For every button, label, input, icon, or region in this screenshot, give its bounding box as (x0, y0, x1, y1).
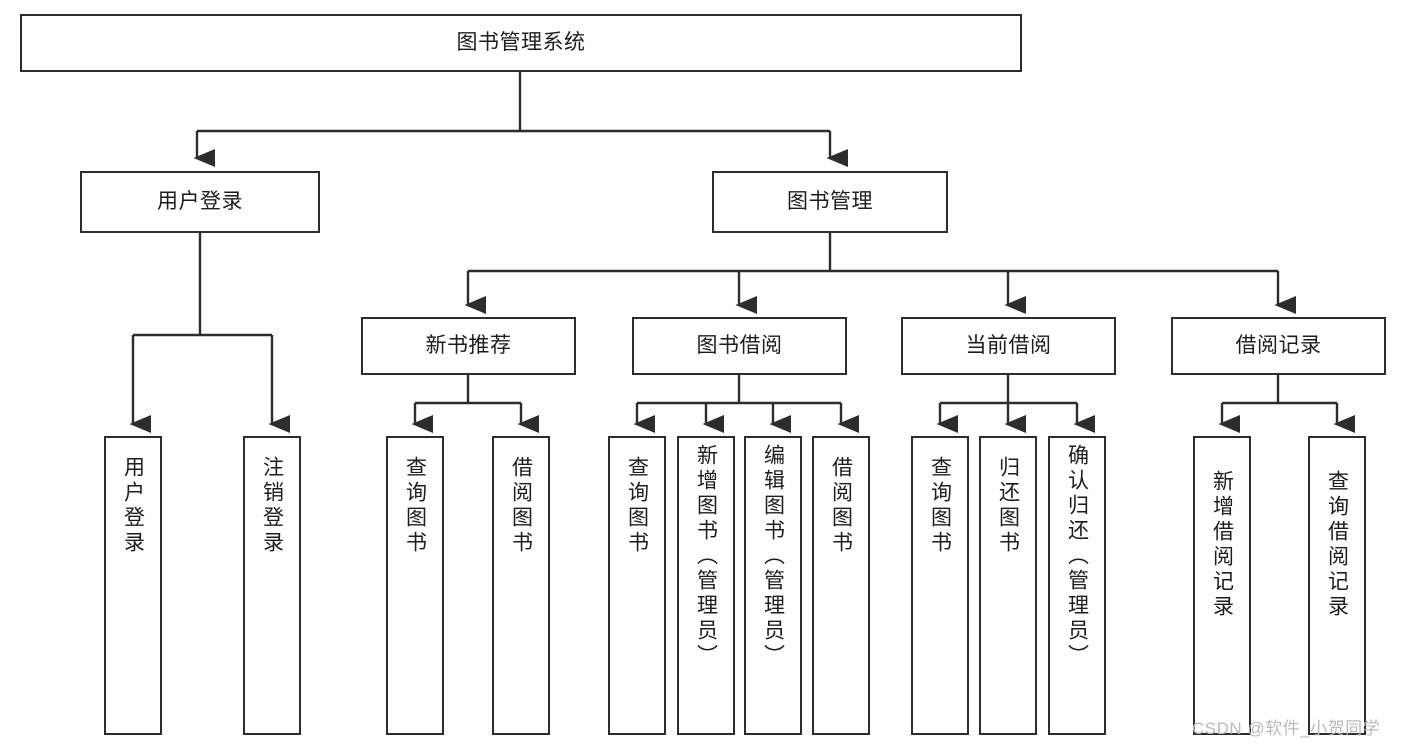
node-book-borrow[interactable]: 图书借阅 (632, 317, 847, 375)
node-book-borrow-label: 图书借阅 (696, 333, 783, 357)
leaf-current-query[interactable]: 查询图书 (911, 436, 969, 735)
node-new-book-recommend-label: 新书推荐 (425, 333, 512, 357)
node-user-login-label: 用户登录 (157, 189, 243, 213)
leaf-records-add-label: 新增借阅记录 (1210, 470, 1234, 620)
leaf-borrow-query-label: 查询图书 (625, 456, 649, 556)
leaf-new-book-borrow-label: 借阅图书 (509, 456, 533, 556)
node-current-borrow-label: 当前借阅 (965, 333, 1052, 357)
leaf-borrow-add-book-label: 新增图书（管理员） (694, 444, 718, 669)
leaf-borrow-add-book[interactable]: 新增图书（管理员） (677, 436, 735, 735)
leaf-borrow-borrow-book[interactable]: 借阅图书 (812, 436, 870, 735)
node-current-borrow[interactable]: 当前借阅 (901, 317, 1116, 375)
leaf-borrow-query[interactable]: 查询图书 (608, 436, 666, 735)
leaf-user-login-logout[interactable]: 注销登录 (243, 436, 301, 735)
leaf-current-confirm-return-label: 确认归还（管理员） (1065, 444, 1089, 669)
node-user-login[interactable]: 用户登录 (80, 171, 320, 233)
node-book-management-label: 图书管理 (787, 189, 873, 213)
leaf-current-confirm-return[interactable]: 确认归还（管理员） (1048, 436, 1106, 735)
leaf-current-query-label: 查询图书 (928, 456, 952, 556)
node-root-label: 图书管理系统 (456, 30, 586, 54)
leaf-records-add[interactable]: 新增借阅记录 (1193, 436, 1251, 735)
leaf-user-login-login-label: 用户登录 (121, 456, 145, 556)
leaf-new-book-borrow[interactable]: 借阅图书 (492, 436, 550, 735)
leaf-records-query[interactable]: 查询借阅记录 (1308, 436, 1366, 735)
leaf-user-login-logout-label: 注销登录 (260, 456, 284, 556)
leaf-current-return[interactable]: 归还图书 (979, 436, 1037, 735)
leaf-user-login-login[interactable]: 用户登录 (104, 436, 162, 735)
leaf-new-book-query[interactable]: 查询图书 (386, 436, 444, 735)
node-book-management[interactable]: 图书管理 (712, 171, 948, 233)
leaf-borrow-borrow-book-label: 借阅图书 (829, 456, 853, 556)
node-borrow-records-label: 借阅记录 (1235, 333, 1322, 357)
node-root[interactable]: 图书管理系统 (20, 14, 1022, 72)
leaf-current-return-label: 归还图书 (996, 456, 1020, 556)
leaf-records-query-label: 查询借阅记录 (1325, 470, 1349, 620)
node-borrow-records[interactable]: 借阅记录 (1171, 317, 1386, 375)
csdn-watermark: CSDN @软件_小贺同学 (1192, 719, 1381, 738)
leaf-borrow-edit-book-label: 编辑图书（管理员） (761, 444, 785, 669)
leaf-borrow-edit-book[interactable]: 编辑图书（管理员） (744, 436, 802, 735)
leaf-new-book-query-label: 查询图书 (403, 456, 427, 556)
node-new-book-recommend[interactable]: 新书推荐 (361, 317, 576, 375)
